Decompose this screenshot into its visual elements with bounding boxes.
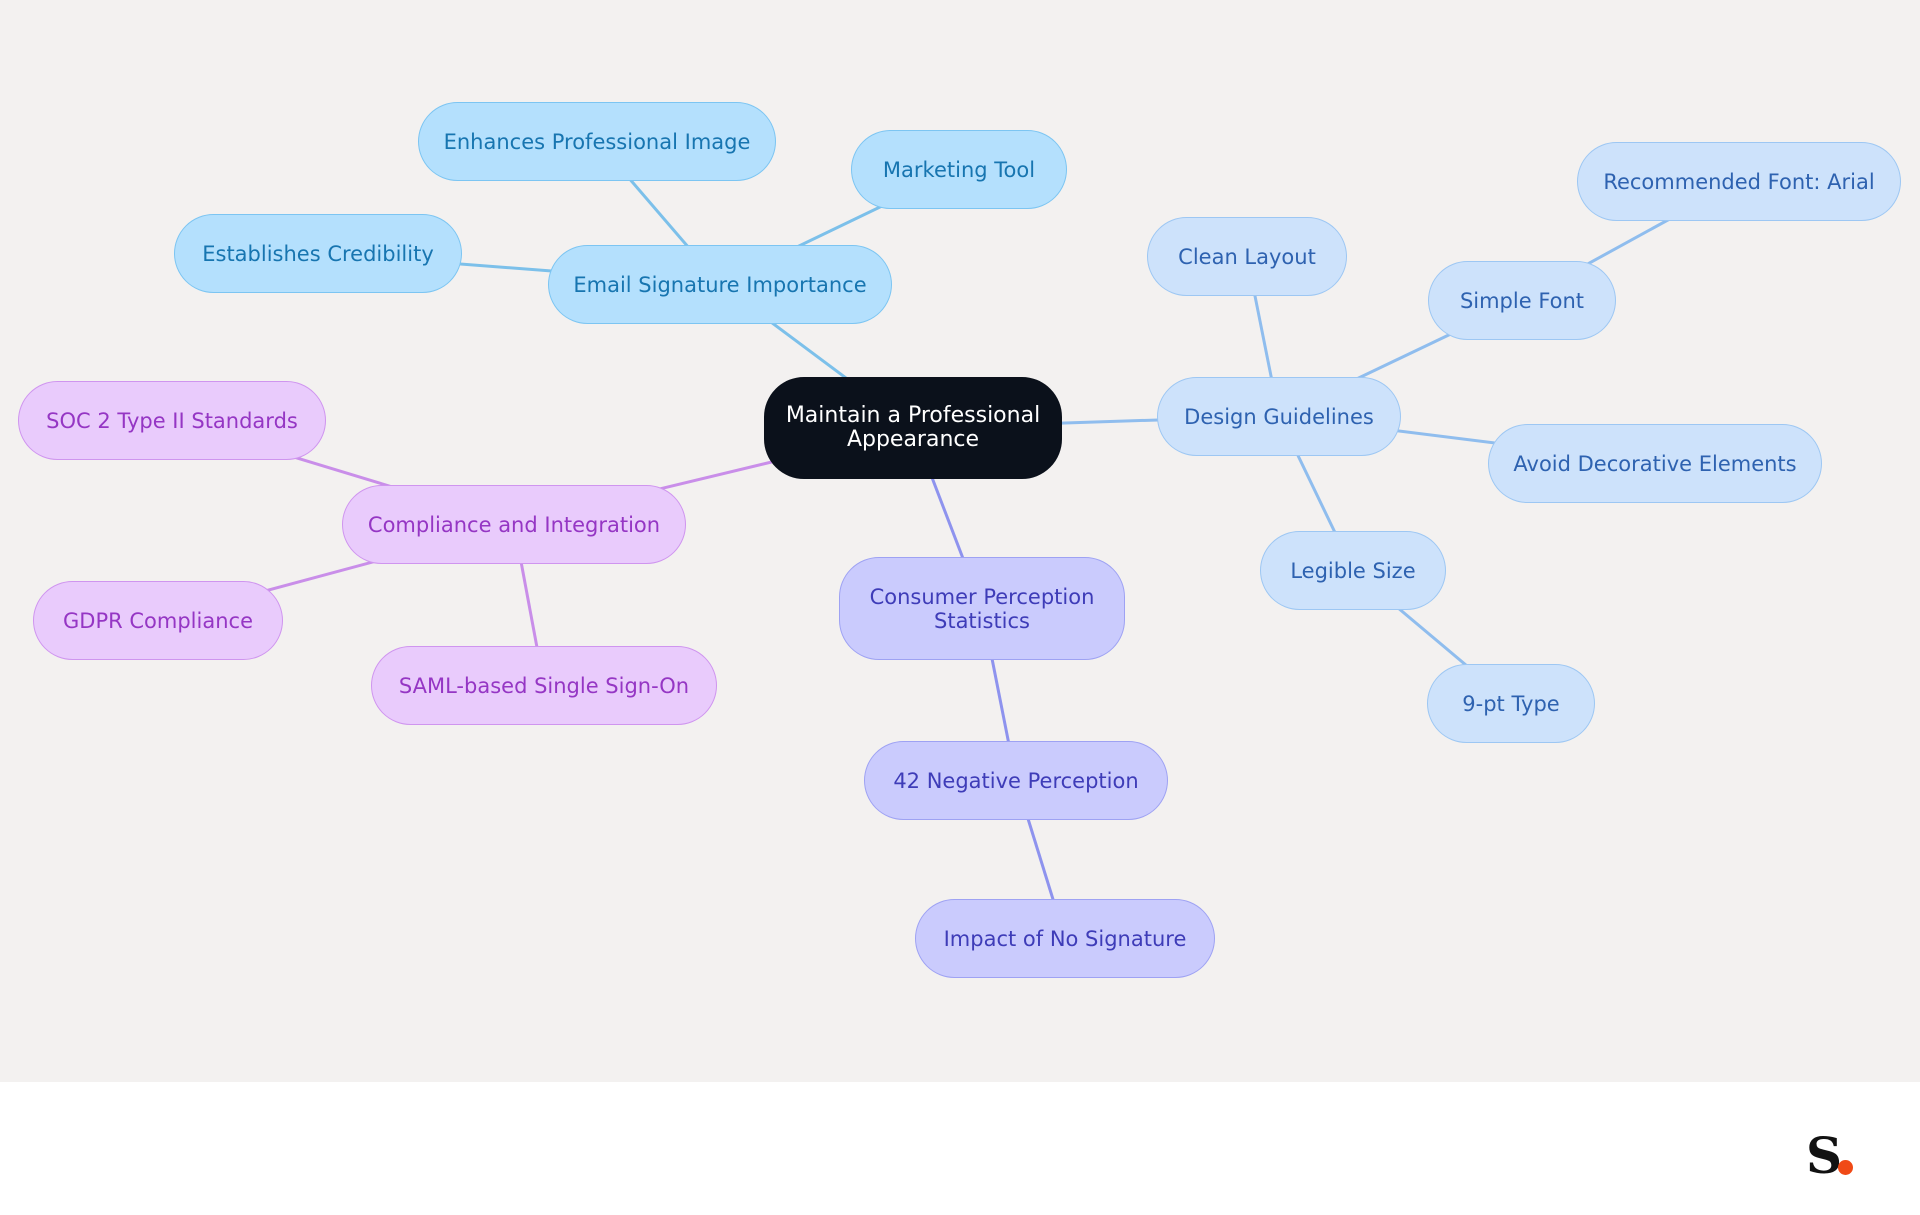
design-guidelines-node[interactable]: Design Guidelines <box>1157 377 1401 456</box>
negative-perception-node[interactable]: 42 Negative Perception <box>864 741 1168 820</box>
logo-dot-icon <box>1838 1160 1853 1175</box>
clean-layout-node[interactable]: Clean Layout <box>1147 217 1347 296</box>
impact-of-no-signature-node[interactable]: Impact of No Signature <box>915 899 1215 978</box>
nine-pt-type-node[interactable]: 9-pt Type <box>1427 664 1595 743</box>
marketing-tool-node[interactable]: Marketing Tool <box>851 130 1067 209</box>
gdpr-compliance-node[interactable]: GDPR Compliance <box>33 581 283 660</box>
root-node[interactable]: Maintain a Professional Appearance <box>764 377 1062 479</box>
email-signature-importance-node[interactable]: Email Signature Importance <box>548 245 892 324</box>
enhances-professional-image-node[interactable]: Enhances Professional Image <box>418 102 776 181</box>
consumer-perception-statistics-node[interactable]: Consumer Perception Statistics <box>839 557 1125 660</box>
avoid-decorative-elements-node[interactable]: Avoid Decorative Elements <box>1488 424 1822 503</box>
brand-logo: S <box>1806 1126 1843 1185</box>
saml-sso-node[interactable]: SAML-based Single Sign-On <box>371 646 717 725</box>
mindmap-canvas: Maintain a Professional Appearance Email… <box>0 0 1920 1082</box>
simple-font-node[interactable]: Simple Font <box>1428 261 1616 340</box>
compliance-and-integration-node[interactable]: Compliance and Integration <box>342 485 686 564</box>
recommended-font-node[interactable]: Recommended Font: Arial <box>1577 142 1901 221</box>
establishes-credibility-node[interactable]: Establishes Credibility <box>174 214 462 293</box>
footer <box>0 1082 1920 1215</box>
soc-2-type-ii-node[interactable]: SOC 2 Type II Standards <box>18 381 326 460</box>
legible-size-node[interactable]: Legible Size <box>1260 531 1446 610</box>
